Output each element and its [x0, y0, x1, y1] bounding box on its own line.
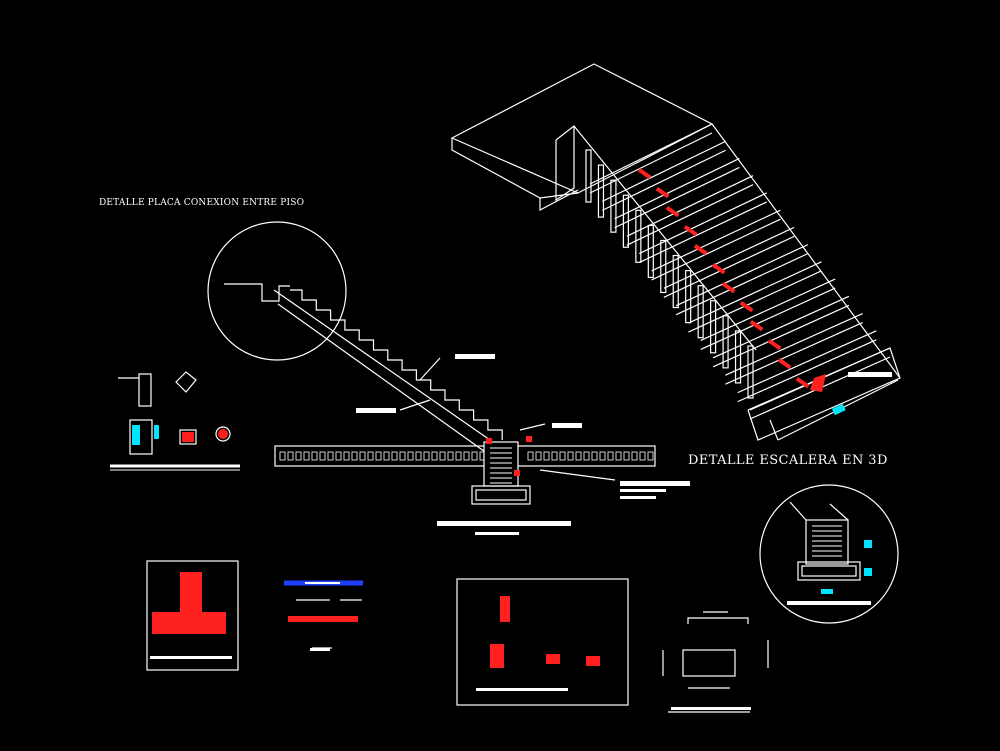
dimension-mark: [693, 243, 708, 256]
dimension-mark: [637, 167, 652, 180]
dimension-mark: [711, 263, 726, 275]
stair-3d-view: [450, 63, 901, 441]
baluster: [747, 345, 754, 399]
dimension-mark: [795, 377, 810, 389]
baluster: [622, 194, 629, 248]
baluster: [585, 149, 592, 203]
baluster: [722, 315, 729, 369]
baluster: [647, 224, 654, 278]
dimension-mark: [749, 320, 764, 332]
step-edge: [688, 261, 822, 324]
baluster: [734, 330, 742, 384]
label-bars: [150, 354, 892, 710]
panel-left: [146, 560, 239, 671]
stair-elevation: [207, 221, 656, 505]
detail-circle-top: [207, 221, 347, 361]
step-edge: [737, 330, 877, 394]
step-riser: [737, 339, 877, 403]
label-bar: [455, 354, 495, 359]
step-edge: [589, 123, 713, 185]
step-riser: [602, 149, 726, 211]
step-edge: [725, 312, 863, 376]
step-edge: [712, 295, 850, 359]
dimension-mark: [767, 339, 782, 351]
title-detail-plate: DETALLE PLACA CONEXION ENTRE PISO: [99, 198, 305, 208]
landing-slab: [450, 63, 714, 194]
step-riser: [614, 166, 740, 229]
step-riser: [589, 132, 713, 194]
dimension-mark: [777, 358, 792, 370]
step-riser: [712, 304, 850, 368]
baluster: [660, 239, 667, 294]
label-bar: [620, 489, 666, 492]
dimension-mark: [655, 186, 670, 199]
label-bar: [475, 532, 519, 535]
label-bar: [620, 496, 656, 499]
baluster: [685, 270, 692, 324]
label-bar: [848, 372, 892, 377]
cyan-accents: [132, 403, 872, 594]
stair-railing: [555, 125, 757, 399]
label-bar: [787, 601, 871, 605]
label-bar: [552, 423, 582, 428]
baluster: [597, 164, 605, 218]
baluster: [697, 285, 704, 339]
dimension-mark: [683, 225, 698, 237]
label-bar: [437, 521, 571, 526]
label-bar: [620, 481, 690, 486]
step-edge: [614, 157, 740, 220]
step-edge: [700, 278, 836, 342]
label-bar: [356, 408, 396, 413]
label-bar: [671, 707, 751, 710]
arrow-mark: [810, 374, 826, 392]
step-edge: [651, 209, 781, 272]
detail-circle-right: [759, 484, 899, 624]
step-edge: [663, 226, 795, 289]
baluster: [710, 300, 717, 354]
footing: [483, 441, 519, 487]
left-small-details: [110, 371, 240, 471]
step-riser: [651, 218, 781, 281]
dimension-mark: [721, 282, 736, 294]
step-edge: [626, 175, 754, 237]
middle-small-details: [284, 580, 363, 649]
step-riser: [700, 287, 836, 351]
baluster: [610, 179, 617, 233]
baluster: [635, 209, 642, 263]
elevation-steps: [290, 289, 503, 440]
baluster: [672, 254, 679, 309]
step-edge: [602, 140, 726, 202]
label-bar: [476, 688, 568, 691]
dimension-mark: [665, 205, 680, 218]
step-riser: [725, 321, 863, 385]
floor-band: [274, 445, 656, 467]
label-bar: [150, 656, 232, 659]
rect-plate-detail: [662, 611, 769, 713]
panel-middle: [456, 578, 629, 706]
step-edge: [638, 192, 768, 255]
label-bar: [310, 648, 330, 651]
title-detail-3d: DETALLE ESCALERA EN 3D: [688, 453, 888, 468]
red-accents: [152, 167, 826, 668]
dimension-mark: [739, 301, 754, 313]
